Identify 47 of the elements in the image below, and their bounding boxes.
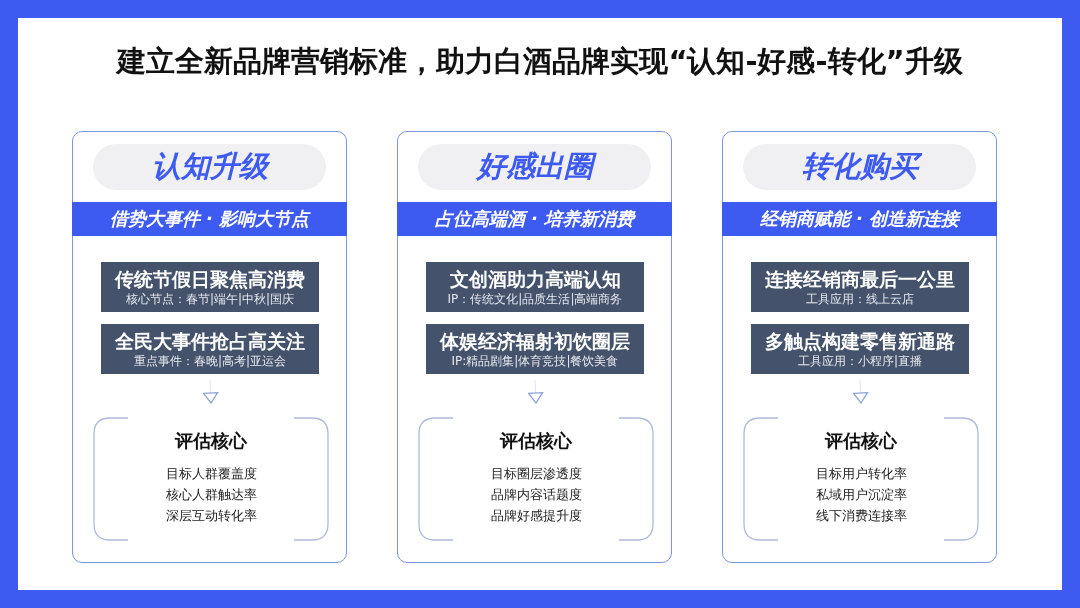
panel-heading: 评估核心: [825, 429, 897, 453]
panel-heading: 评估核心: [500, 429, 572, 453]
metric-text: 目标用户转化率: [815, 465, 907, 483]
column-card: [397, 131, 672, 563]
panel-heading: 评估核心: [175, 429, 247, 453]
evaluation-panel: [418, 417, 654, 541]
strategy-box: [751, 262, 969, 312]
arrow: [852, 379, 869, 404]
strategy-box: [426, 324, 644, 374]
arrow: [202, 379, 219, 404]
slogan-band: [722, 202, 997, 236]
strategy-box: [426, 262, 644, 312]
metric-text: 核心人群触达率: [165, 486, 257, 504]
metric-text: 私域用户沉淀率: [815, 486, 907, 504]
detail-text: 工具应用：小程序|直播: [797, 353, 922, 369]
metric-text: 目标人群覆盖度: [165, 465, 257, 483]
column-card: [722, 131, 997, 563]
strategy-title: 传统节假日聚焦高消费: [115, 267, 305, 291]
detail-text: 工具应用：线上云店: [806, 291, 914, 307]
slogan-text: 占位高端酒 · 培养新消费: [434, 207, 635, 231]
stage-title: 认知升级: [151, 148, 268, 185]
column-card: [72, 131, 347, 563]
metric-text: 品牌内容话题度: [490, 486, 582, 504]
strategy-title: 多触点构建零售新通路: [765, 329, 955, 353]
strategy-box: [101, 324, 319, 374]
slogan-band: [397, 202, 672, 236]
slogan-band: [72, 202, 347, 236]
strategy-title: 全民大事件抢占高关注: [115, 329, 305, 353]
evaluation-panel: [743, 417, 979, 541]
title: 建立全新品牌营销标准，助力白酒品牌实现“认知-好感-转化”升级: [114, 43, 964, 80]
strategy-box: [101, 262, 319, 312]
strategy-title: 体娱经济辐射初饮圈层: [440, 329, 630, 353]
strategy-title: 文创酒助力高端认知: [449, 267, 621, 291]
slogan-text: 经销商赋能 · 创造新连接: [759, 207, 960, 231]
detail-text: IP：传统文化|品质生活|高端商务: [447, 291, 623, 307]
metric-text: 线下消费连接率: [815, 507, 907, 525]
detail-text: 核心节点：春节|端午|中秋|国庆: [125, 291, 295, 307]
arrow: [527, 379, 544, 404]
metric-text: 品牌好感提升度: [490, 507, 582, 525]
slogan-text: 借势大事件 · 影响大节点: [109, 207, 310, 231]
strategy-box: [751, 324, 969, 374]
evaluation-panel: [93, 417, 329, 541]
metric-text: 深层互动转化率: [165, 507, 257, 525]
detail-text: IP:精品剧集|体育竞技|餐饮美食: [451, 353, 619, 369]
detail-text: 重点事件：春晚|高考|亚运会: [133, 353, 287, 369]
metric-text: 目标圈层渗透度: [490, 465, 582, 483]
strategy-title: 连接经销商最后一公里: [765, 267, 955, 291]
